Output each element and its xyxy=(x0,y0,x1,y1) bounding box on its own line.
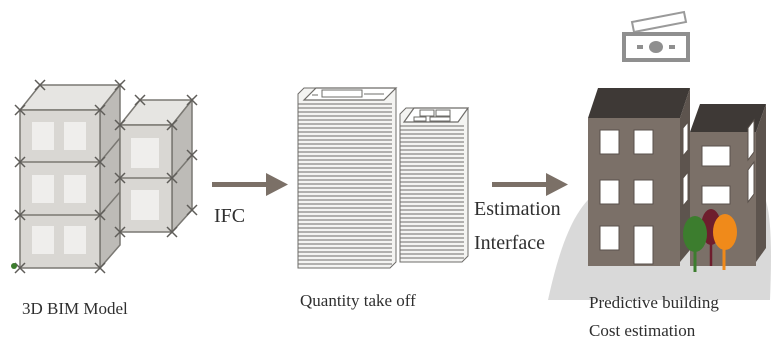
bim-model-label: 3D BIM Model xyxy=(22,299,128,318)
interface-label: Interface xyxy=(474,232,546,254)
ifc-label: IFC xyxy=(214,205,246,227)
right-arrow-icon xyxy=(212,173,288,196)
predictive-label: Predictive building xyxy=(589,293,719,312)
building-icon xyxy=(588,88,766,266)
3d-bim-model-icon xyxy=(14,79,198,274)
tree-icon xyxy=(683,209,737,272)
quantity-takeoff-label: Quantity take off xyxy=(300,291,416,310)
document-stack-icon xyxy=(297,87,470,269)
green-dot xyxy=(11,263,17,269)
cost-estimation-label: Cost estimation xyxy=(589,321,696,340)
estimation-label: Estimation xyxy=(474,198,561,220)
right-arrow-icon xyxy=(492,173,568,196)
banknote-icon xyxy=(622,10,690,62)
